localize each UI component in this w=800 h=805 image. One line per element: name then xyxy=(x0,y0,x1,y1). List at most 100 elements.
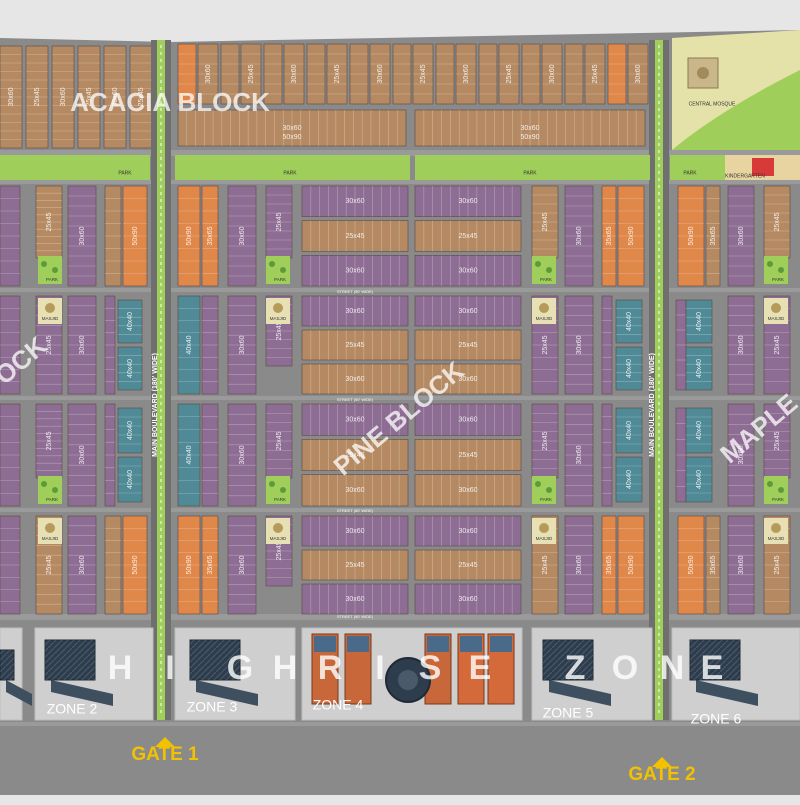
high-rise-zone-letter: S xyxy=(419,649,442,687)
plot-block-fill xyxy=(0,515,21,615)
plot-size-label: 30x60 xyxy=(738,555,745,574)
plot-block-fill xyxy=(349,43,369,105)
plot-block-fill xyxy=(435,43,455,105)
plot-size-label: 25x45 xyxy=(345,452,364,459)
plot-block-fill xyxy=(104,515,122,615)
plot-size-label: 25x45 xyxy=(334,64,341,83)
plot-block-fill xyxy=(240,43,262,105)
plot-block-fill xyxy=(301,439,409,471)
plot-block-fill xyxy=(414,295,522,327)
park-label: PARK xyxy=(283,170,297,176)
masjid-label: MASJID xyxy=(536,316,553,321)
street xyxy=(0,180,800,184)
plot-block-maple: 35x65 xyxy=(705,185,721,287)
masjid-label: MASJID xyxy=(768,316,785,321)
main-boulevard-label: MAIN BOULEVARD (180' WIDE) xyxy=(152,353,159,457)
tree-icon xyxy=(269,261,275,267)
zone-label: ZONE 4 xyxy=(313,697,364,713)
plot-block-fill xyxy=(584,43,606,105)
plot-block-oak-teal: 40x40 xyxy=(117,456,143,503)
tower-glass xyxy=(690,640,740,680)
plot-block-fill xyxy=(177,295,201,395)
high-rise-zone xyxy=(0,627,800,721)
plot-size-label: 30x60 xyxy=(738,445,745,464)
park-label: PARK xyxy=(46,277,58,282)
plot-block-acacia: 30x60 xyxy=(197,43,219,105)
plot-block-fill xyxy=(122,515,148,615)
plot-size-label: 30x60 xyxy=(458,528,477,535)
plot-size-label: 25x45 xyxy=(506,64,513,83)
plot-block-oak xyxy=(0,515,21,615)
plot-block-maple xyxy=(675,407,687,503)
plot-block-fill xyxy=(67,403,97,507)
plot-size-label: 30x60 xyxy=(377,64,384,83)
plot-size-label: 30x60 xyxy=(576,445,583,464)
plot-block-pine-long: 25x45 xyxy=(414,439,522,471)
street xyxy=(0,288,800,292)
plot-size-label: 30x60 xyxy=(345,198,364,205)
plot-block-fill xyxy=(306,43,326,105)
tower-podium xyxy=(196,680,258,706)
plot-size-label: 25x45 xyxy=(138,87,145,106)
plot-block-fill xyxy=(265,185,293,259)
tree-icon xyxy=(546,267,552,273)
plot-size-label: 25x45 xyxy=(46,431,53,450)
plot-block-pine-long: 25x45 xyxy=(414,329,522,361)
high-rise-zone-letter: I xyxy=(375,649,384,687)
park-label: PARK xyxy=(118,170,132,176)
plot-block-fill xyxy=(177,43,197,105)
plot-block-fill xyxy=(564,515,594,615)
plot-block-oak: 30x60 xyxy=(67,295,97,395)
plot-size-label: 30x60 xyxy=(239,445,246,464)
plot-block-fill xyxy=(677,185,705,287)
green-belts xyxy=(0,40,725,720)
plot-block-fill xyxy=(414,109,646,147)
gate-arrow-icon xyxy=(652,757,672,767)
plot-block-fill xyxy=(564,295,594,395)
plot-size-label: 30x60 xyxy=(345,376,364,383)
plot-block-oak xyxy=(0,403,21,507)
plot-block-pine-east: 30x60 xyxy=(564,515,594,615)
plot-size-label: 30x60 xyxy=(205,64,212,83)
plot-block-fill xyxy=(541,43,563,105)
plot-size-label: 25x45 xyxy=(276,212,283,231)
plot-block-oak xyxy=(0,295,21,395)
plot-block-oak: 50x90 xyxy=(122,185,148,287)
plot-block-oak-teal: 40x40 xyxy=(117,407,143,454)
plot-block-pine-long: 30x60 xyxy=(414,363,522,395)
plot-block-fill xyxy=(617,515,645,615)
plot-size-label: 50x90 xyxy=(132,226,139,245)
plot-size-label: 30x60 xyxy=(345,528,364,535)
plot-block-acacia: 25x45 xyxy=(498,43,520,105)
plot-block-acacia: 30x60 xyxy=(283,43,305,105)
plot-size-label: 50x90 xyxy=(186,226,193,245)
plot-block-fill xyxy=(201,403,219,507)
plot-block-maple: 30x60 xyxy=(727,403,755,507)
plot-size-label: 30x60 xyxy=(635,64,642,83)
green-belt xyxy=(0,155,150,180)
plot-size-label: 30x60 xyxy=(345,596,364,603)
plot-size-label: 35x65 xyxy=(207,226,214,245)
plot-block-oak xyxy=(0,185,21,287)
plot-block-acacia-long: 30x60 xyxy=(414,109,646,147)
plot-block-maple: 25x45 xyxy=(763,185,791,259)
plot-size-label: 25x45 xyxy=(345,233,364,240)
plot-block-pine-west: 30x60 xyxy=(227,403,257,507)
plot-block-fill xyxy=(414,474,522,507)
kindergarten-label: KINDERGARTEN xyxy=(725,173,765,179)
street xyxy=(0,396,800,400)
plot-size-label: 25x45 xyxy=(276,431,283,450)
plot-block-fill xyxy=(531,185,559,259)
plot-block-acacia: 25x45 xyxy=(25,45,49,149)
plot-block-pine-long: 25x45 xyxy=(301,220,409,252)
plot-block-acacia: 30x60 xyxy=(0,45,23,149)
plot-size-label: 30x60 xyxy=(291,64,298,83)
masjid-label: MASJID xyxy=(536,536,553,541)
plot-block-acacia: 25x45 xyxy=(412,43,434,105)
plot-size-label: 25x45 xyxy=(774,555,781,574)
plot-block-pine-long: 30x60 xyxy=(414,515,522,547)
plot-block-pine-long: 30x60 xyxy=(414,255,522,287)
plot-block-fill xyxy=(455,43,477,105)
plot-block-fill xyxy=(301,515,409,547)
plot-size-label: 25x45 xyxy=(276,541,283,560)
